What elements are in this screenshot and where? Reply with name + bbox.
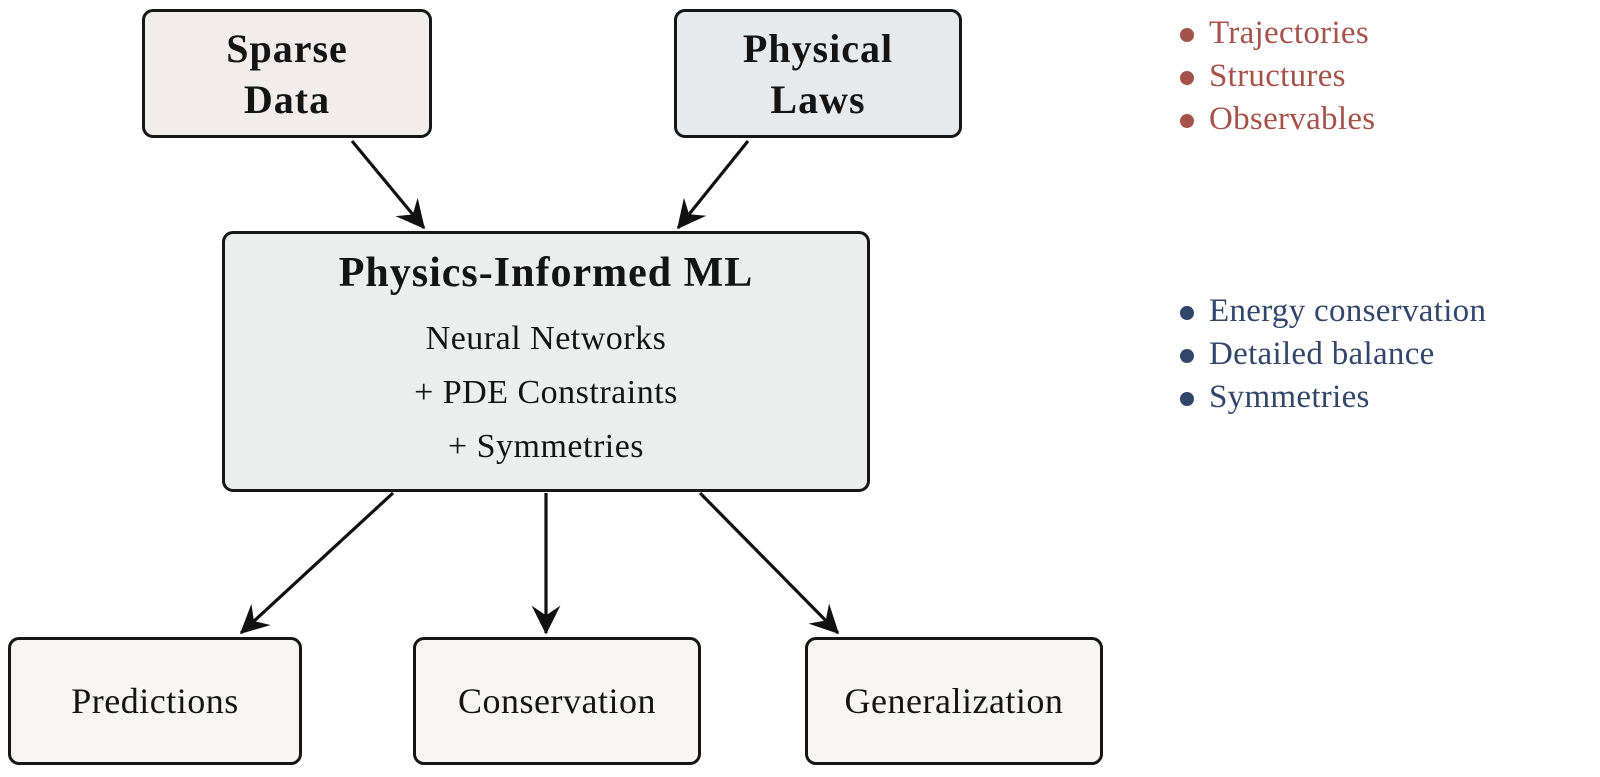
- arrow-sparse-to-pinn: [350, 139, 426, 230]
- law-examples-list: Energy conservation Detailed balance Sym…: [1180, 290, 1486, 419]
- node-predictions: Predictions: [8, 637, 302, 765]
- bullet-icon: [1180, 306, 1194, 320]
- list-item: Structures: [1180, 55, 1375, 98]
- node-pinn-title: Physics-Informed ML: [338, 249, 754, 296]
- node-conservation-label: Conservation: [458, 681, 656, 721]
- list-item-label: Energy conservation: [1209, 293, 1487, 329]
- arrow-laws-to-pinn: [676, 139, 750, 230]
- arrow-pinn-to-generalization: [698, 491, 840, 635]
- list-item: Detailed balance: [1180, 333, 1486, 376]
- bullet-icon: [1180, 28, 1194, 42]
- list-item: Observables: [1180, 98, 1375, 141]
- node-pinn-line-neural-networks: Neural Networks: [425, 319, 667, 357]
- list-item-label: Structures: [1209, 58, 1346, 94]
- bullet-icon: [1180, 71, 1194, 85]
- list-item: Energy conservation: [1180, 290, 1486, 333]
- list-item-label: Detailed balance: [1209, 336, 1435, 372]
- node-predictions-label: Predictions: [71, 681, 239, 721]
- arrow-pinn-to-predictions: [239, 491, 395, 635]
- bullet-icon: [1180, 392, 1194, 406]
- node-pinn-line-symmetries: + Symmetries: [447, 427, 645, 465]
- node-physical-laws: Physical Laws: [674, 9, 962, 138]
- data-examples-list: Trajectories Structures Observables: [1180, 12, 1375, 141]
- bullet-icon: [1180, 114, 1194, 128]
- node-conservation: Conservation: [413, 637, 701, 765]
- list-item-label: Observables: [1209, 101, 1376, 137]
- node-physics-informed-ml: Physics-Informed ML Neural Networks + PD…: [222, 231, 870, 492]
- list-item-label: Symmetries: [1209, 379, 1370, 415]
- list-item-label: Trajectories: [1209, 15, 1370, 51]
- bullet-icon: [1180, 349, 1194, 363]
- list-item: Trajectories: [1180, 12, 1375, 55]
- node-sparse-data-label: Sparse Data: [226, 25, 348, 122]
- node-sparse-data: Sparse Data: [142, 9, 432, 138]
- node-pinn-line-pde-constraints: + PDE Constraints: [414, 373, 678, 411]
- node-generalization: Generalization: [805, 637, 1103, 765]
- node-generalization-label: Generalization: [844, 681, 1064, 721]
- node-physical-laws-label: Physical Laws: [742, 25, 894, 122]
- list-item: Symmetries: [1180, 376, 1486, 419]
